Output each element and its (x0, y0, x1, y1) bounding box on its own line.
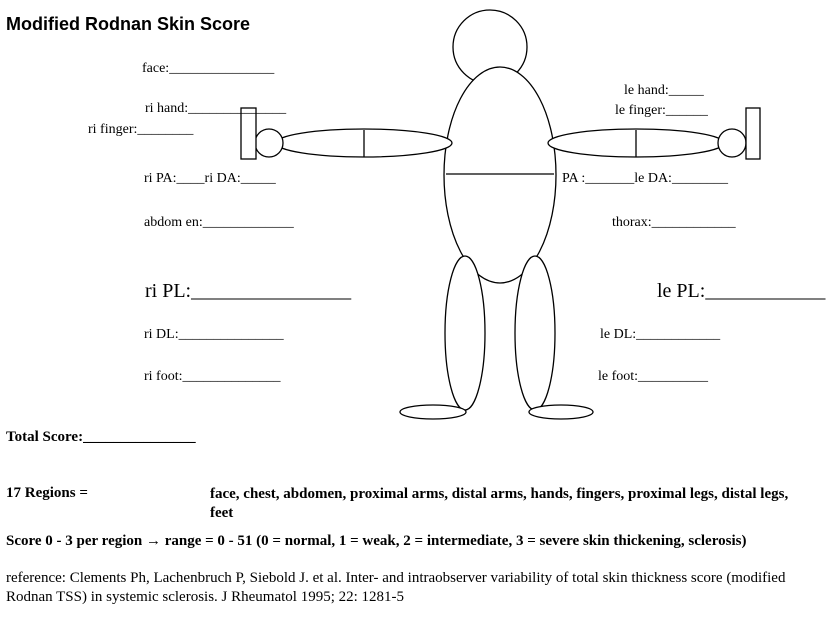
total-score-field[interactable]: Total Score:_______________ (6, 429, 196, 446)
ri-dl-field[interactable]: ri DL:_______________ (144, 328, 284, 342)
ri-leg-shape (445, 256, 485, 410)
le-hand-field[interactable]: le hand:_____ (624, 84, 704, 98)
reference-text: reference: Clements Ph, Lachenbruch P, S… (6, 569, 832, 607)
le-pl-field[interactable]: le PL:____________ (657, 281, 825, 301)
ri-foot-field[interactable]: ri foot:______________ (144, 370, 281, 384)
thorax-field[interactable]: thorax:____________ (612, 216, 736, 230)
face-field[interactable]: face:_______________ (142, 62, 274, 76)
abdomen-field[interactable]: abdom en:_____________ (144, 216, 294, 230)
regions-list: face, chest, abdomen, proximal arms, dis… (210, 485, 810, 523)
le-pa-da-field[interactable]: PA :_______le DA:________ (562, 172, 728, 186)
ri-finger-field[interactable]: ri finger:________ (88, 123, 193, 137)
torso-shape (444, 67, 556, 283)
ri-hand-field[interactable]: ri hand:______________ (145, 102, 286, 116)
le-hand-shape (718, 129, 746, 157)
score-range-text: Score 0 - 3 per region → range = 0 - 51 … (6, 532, 834, 551)
le-foot-field[interactable]: le foot:__________ (598, 370, 708, 384)
le-finger-field[interactable]: le finger:______ (615, 104, 708, 118)
regions-label: 17 Regions = (6, 485, 88, 502)
ri-pa-da-field[interactable]: ri PA:____ri DA:_____ (144, 172, 276, 186)
le-foot-shape (529, 405, 593, 419)
ri-foot-shape (400, 405, 466, 419)
le-finger-shape (746, 108, 760, 159)
ri-pl-field[interactable]: ri PL:________________ (145, 281, 351, 301)
le-leg-shape (515, 256, 555, 410)
ri-hand-shape (255, 129, 283, 157)
le-dl-field[interactable]: le DL:____________ (600, 328, 720, 342)
